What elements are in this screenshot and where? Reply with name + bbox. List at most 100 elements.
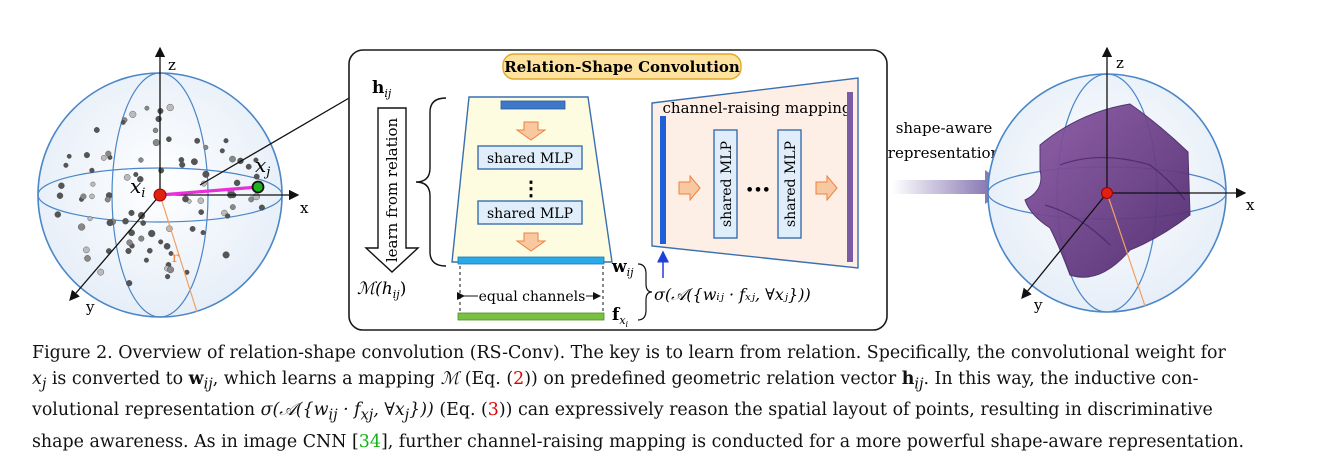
cloud-point xyxy=(194,137,201,144)
caption-line-3: volutional representation σ(𝒜({wij · fxj… xyxy=(32,397,1294,428)
cloud-point xyxy=(248,196,255,203)
raising-mlp-2-label: shared MLP xyxy=(783,141,799,227)
shared-mlp-top xyxy=(477,145,583,170)
shape-crease-1 xyxy=(1059,156,1186,201)
equation-ref-3[interactable]: 3 xyxy=(487,400,499,421)
cloud-point xyxy=(126,280,133,287)
caption-text-2c: (Eq. ( xyxy=(459,369,514,389)
figure: r z x y xi xj Relation-Shape Convolution… xyxy=(37,46,1255,331)
cloud-point xyxy=(123,174,131,181)
caption-line-4: shape awareness. As in image CNN [34], f… xyxy=(32,429,1294,455)
radius-label: r xyxy=(172,250,179,266)
input-bar xyxy=(500,100,566,110)
cloud-point xyxy=(54,211,61,218)
relation-segment xyxy=(159,185,259,197)
equation-ref-2[interactable]: 2 xyxy=(513,369,525,389)
right-center-point xyxy=(1101,187,1113,199)
cloud-point xyxy=(133,171,139,177)
cloud-point xyxy=(58,182,65,189)
cloud-point xyxy=(253,157,259,163)
rs-conv-panel: Relation-Shape Convolution hij learn fro… xyxy=(348,49,888,331)
sigma-formula: σ(𝒜({wᵢⱼ · fₓⱼ, ∀xⱼ})) xyxy=(654,285,811,304)
y-axis xyxy=(69,194,161,301)
left-brace xyxy=(415,97,447,267)
right-brace xyxy=(637,263,653,321)
raising-title: channel-raising mapping xyxy=(663,99,852,117)
cloud-point xyxy=(89,193,95,200)
cloud-point xyxy=(166,266,174,274)
math-xj: xj xyxy=(32,369,47,393)
cloud-point xyxy=(87,216,93,222)
cloud-point xyxy=(166,103,174,112)
cloud-point xyxy=(143,257,149,263)
cloud-point xyxy=(63,162,69,168)
cloud-point xyxy=(229,155,236,163)
f-xi-label: fxi xyxy=(612,305,629,329)
cloud-point xyxy=(158,239,164,245)
cloud-point xyxy=(223,138,229,144)
right-z-axis-label: z xyxy=(1116,54,1124,72)
math-hij: hij xyxy=(901,369,924,393)
caption-text-3a: volutional representation xyxy=(32,400,261,421)
y-axis-label: y xyxy=(85,298,95,316)
cloud-point xyxy=(56,192,64,199)
raising-dots: ••• xyxy=(746,183,771,198)
w-ij-label: wij xyxy=(611,257,634,279)
figure-caption: Figure 2. Overview of relation-shape con… xyxy=(32,340,1294,455)
caption-text-2b: , which learns a mapping xyxy=(212,369,441,389)
cloud-point xyxy=(120,120,126,125)
point-xi xyxy=(153,188,167,202)
cloud-point xyxy=(178,157,185,163)
cloud-point xyxy=(83,246,90,254)
cloud-point xyxy=(233,179,241,187)
learn-from-relation-label: learn from relation xyxy=(383,118,401,263)
caption-text-3b: (Eq. ( xyxy=(433,400,488,421)
cloud-point xyxy=(140,220,146,226)
cloud-point xyxy=(138,235,145,242)
cloud-point xyxy=(106,219,114,227)
cloud-point xyxy=(203,144,209,150)
raising-input-bar xyxy=(660,116,666,244)
cloud-point xyxy=(93,127,100,133)
cloud-point xyxy=(125,247,132,254)
equal-channels-label: equal channels xyxy=(479,289,586,305)
cloud-point xyxy=(219,148,225,154)
cloud-point xyxy=(253,173,260,180)
cloud-point xyxy=(152,127,159,134)
panel-title: Relation-Shape Convolution xyxy=(504,58,740,76)
cloud-point xyxy=(84,255,91,262)
cloud-point xyxy=(80,193,87,200)
raising-mlp-1 xyxy=(713,129,738,239)
right-arrow-2 xyxy=(815,174,838,202)
x-axis-label: x xyxy=(300,199,309,217)
z-axis-label: z xyxy=(168,56,176,74)
math-wij: wij xyxy=(188,369,213,393)
connector-line xyxy=(199,86,369,186)
cloud-point xyxy=(137,175,144,183)
m-hij-label: ℳ(hij) xyxy=(357,279,406,301)
down-arrow-1 xyxy=(515,121,547,141)
right-sphere: z x y xyxy=(987,46,1255,314)
cloud-point xyxy=(198,209,204,215)
cloud-point xyxy=(128,229,135,237)
caption-text-1: Figure 2. Overview of relation-shape con… xyxy=(32,343,1226,363)
cloud-point xyxy=(202,170,210,178)
right-y-axis-label: y xyxy=(1033,296,1043,314)
cloud-point xyxy=(146,247,153,254)
cloud-point xyxy=(245,163,252,170)
panel-title-box xyxy=(502,53,742,80)
point-xj xyxy=(251,180,265,194)
raising-trapezoid xyxy=(651,77,859,269)
citation-34[interactable]: 34 xyxy=(358,431,381,452)
vdots: ⋮ xyxy=(521,176,541,200)
cloud-point xyxy=(90,181,96,187)
shared-mlp-top-label: shared MLP xyxy=(487,151,573,167)
cloud-point xyxy=(126,239,133,246)
caption-text-4a: shape awareness. As in image CNN [ xyxy=(32,431,359,452)
cloud-point xyxy=(158,167,165,174)
right-radius-line xyxy=(1106,192,1146,307)
cloud-point xyxy=(163,242,171,250)
radius-line xyxy=(159,194,198,313)
cloud-point xyxy=(100,154,107,161)
cloud-point xyxy=(258,204,265,211)
